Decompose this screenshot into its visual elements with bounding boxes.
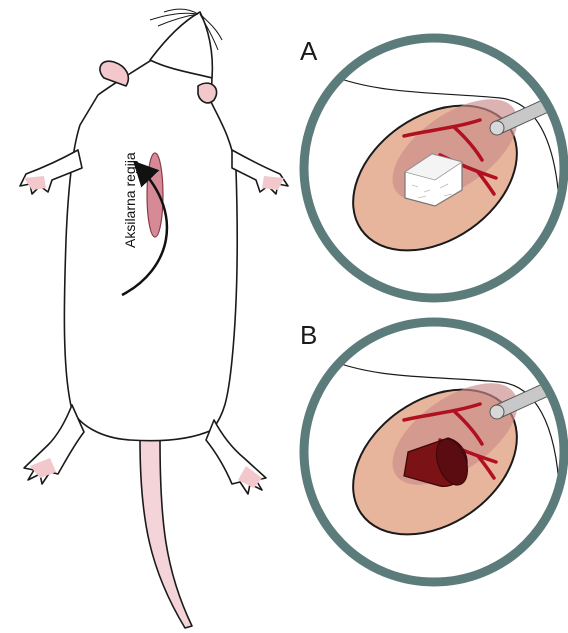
panel-label-b: B	[300, 322, 317, 348]
magnifier-panel-a	[300, 38, 566, 320]
rat-ear-left	[100, 61, 128, 86]
rat-front-leg-right	[232, 150, 288, 194]
incision-site	[147, 153, 163, 237]
rat-ear-right	[198, 83, 217, 103]
rat-tail	[140, 440, 192, 628]
magnifier-panel-b	[300, 322, 566, 600]
rat-illustration	[20, 9, 288, 628]
panel-label-a: A	[300, 38, 317, 64]
region-label: Aksilarna regija	[122, 152, 138, 248]
